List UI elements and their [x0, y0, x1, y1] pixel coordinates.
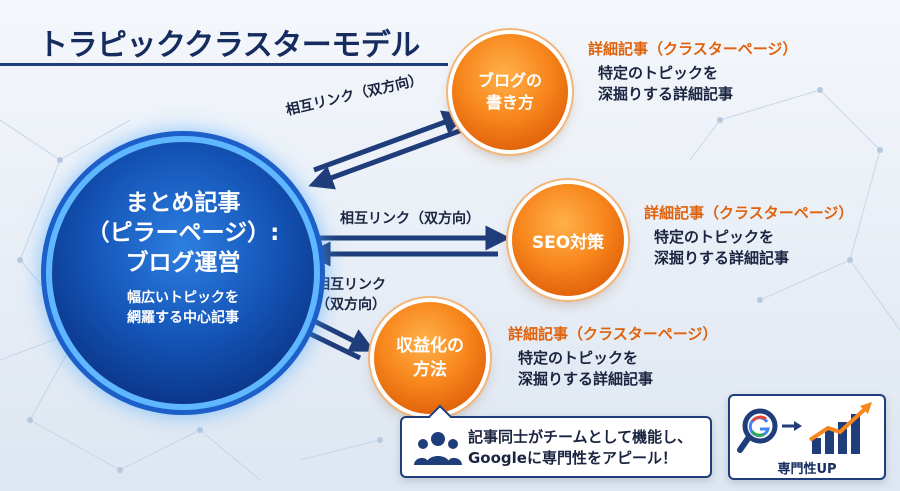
pillar-title-line: ブログ運営	[125, 250, 241, 276]
cluster-detail-line: 特定のトピックを	[654, 228, 775, 246]
cluster-detail-text: 特定のトピックを 深掘りする詳細記事	[588, 63, 797, 105]
pillar-description-line: 網羅する中心記事	[127, 310, 239, 326]
title-underline	[0, 22, 448, 66]
cluster-circle-monetization: 収益化の 方法	[374, 302, 486, 414]
cluster-detail-text: 特定のトピックを 深掘りする詳細記事	[508, 348, 717, 390]
pillar-description: 幅広いトピックを 網羅する中心記事	[52, 288, 314, 328]
cluster-detail-3: 詳細記事（クラスターページ） 特定のトピックを 深掘りする詳細記事	[508, 323, 717, 390]
arrow-to-cluster-1	[313, 110, 468, 173]
cluster-detail-text: 特定のトピックを 深掘りする詳細記事	[644, 227, 853, 269]
cluster-detail-line: 特定のトピックを	[518, 349, 639, 367]
arrow-from-cluster-3	[278, 318, 362, 361]
cluster-label-line: 方法	[413, 360, 447, 380]
pillar-title-line: まとめ記事	[125, 190, 241, 216]
cluster-detail-line: 深掘りする詳細記事	[598, 85, 734, 103]
callout-text: 記事同士がチームとして機能し、 Googleに専門性をアピール！	[468, 427, 692, 469]
link-label-bottom-line: 相互リンク	[316, 277, 386, 293]
cluster-circle-blog-writing: ブログの 書き方	[452, 34, 568, 150]
pillar-page-circle: まとめ記事 （ピラーページ）: ブログ運営 幅広いトピックを 網羅する中心記事	[52, 142, 314, 404]
team-icon	[414, 432, 462, 465]
arrow-to-cluster-3	[294, 309, 376, 352]
callout-bubble: 記事同士がチームとして機能し、 Googleに専門性をアピール！	[400, 404, 712, 478]
pillar-title-line: （ピラーページ）:	[86, 220, 280, 246]
cluster-label-line: ブログの	[477, 71, 542, 90]
arrow-from-cluster-1	[308, 127, 463, 190]
cluster-label-line: 書き方	[485, 93, 534, 112]
page-title: トラピッククラスターモデル	[38, 28, 420, 63]
cluster-label-line: SEO対策	[531, 232, 605, 253]
cluster-detail-line: 特定のトピックを	[598, 64, 719, 82]
cluster-detail-2: 詳細記事（クラスターページ） 特定のトピックを 深掘りする詳細記事	[644, 202, 853, 269]
pillar-description-line: 幅広いトピックを	[127, 290, 239, 306]
expertise-up-label: 専門性UP	[777, 462, 837, 477]
cluster-detail-line: 深掘りする詳細記事	[654, 249, 790, 267]
cluster-detail-heading: 詳細記事（クラスターページ）	[644, 204, 854, 222]
cluster-detail-heading: 詳細記事（クラスターページ）	[508, 325, 718, 343]
cluster-label-line: 収益化の	[396, 336, 464, 356]
cluster-detail-line: 深掘りする詳細記事	[518, 370, 654, 388]
link-label-middle: 相互リンク（双方向）	[340, 211, 480, 227]
callout-line: Googleに専門性をアピール！	[468, 449, 677, 467]
google-search-growth-icon	[737, 402, 872, 454]
cluster-detail-1: 詳細記事（クラスターページ） 特定のトピックを 深掘りする詳細記事	[588, 38, 797, 105]
callout-line: 記事同士がチームとして機能し、	[468, 428, 693, 446]
cluster-detail-heading: 詳細記事（クラスターページ）	[588, 40, 798, 58]
pillar-title: まとめ記事 （ピラーページ）: ブログ運営	[52, 188, 314, 278]
link-label-bottom-line: （双方向）	[316, 297, 386, 313]
expertise-up-badge: 専門性UP	[728, 394, 886, 480]
cluster-circle-seo: SEO対策	[512, 184, 624, 296]
link-label-bottom: 相互リンク （双方向）	[316, 275, 386, 315]
